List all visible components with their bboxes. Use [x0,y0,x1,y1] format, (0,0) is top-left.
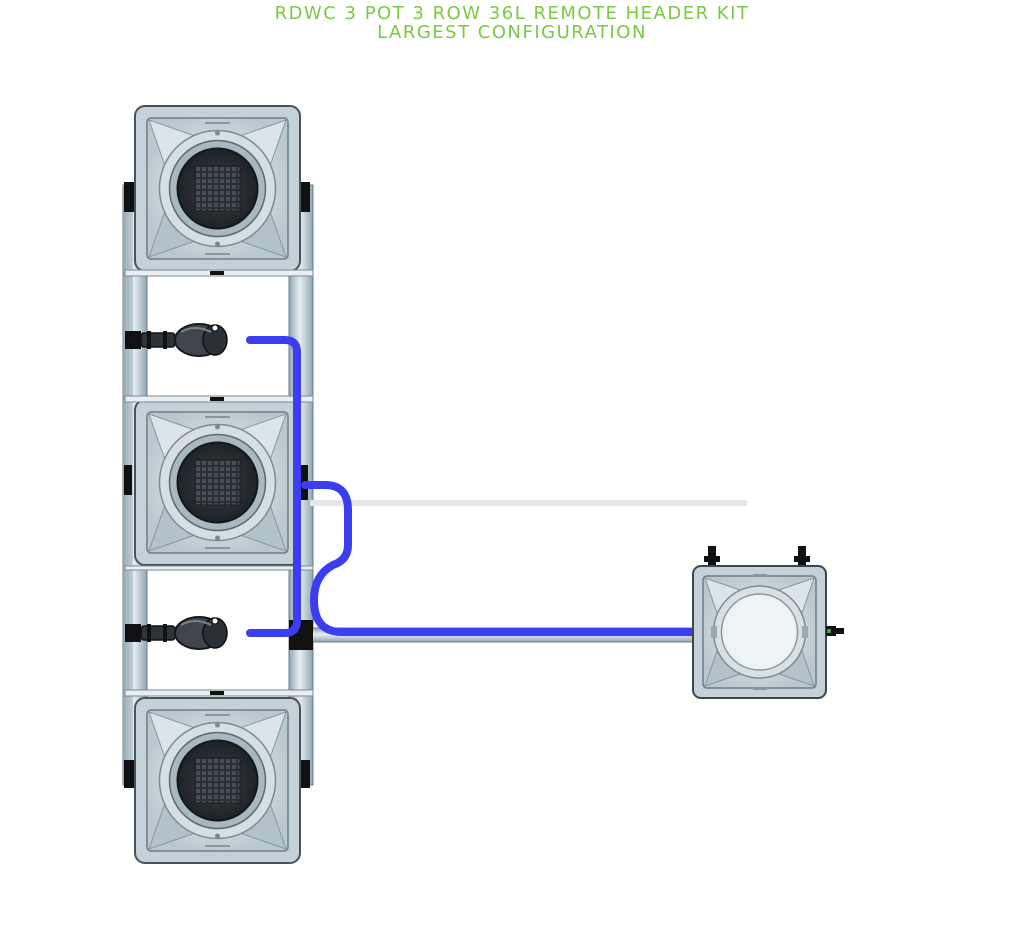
pipe-cap [124,760,134,788]
pipe-cap [300,760,310,788]
pipe-cap [124,182,134,212]
remote-header-container [692,546,844,699]
blue-hose-header [301,481,704,636]
pipe-cap [124,465,132,495]
blue-hose-loop [246,336,301,637]
title-block: RDWC 3 POT 3 ROW 36L REMOTE HEADER KIT L… [0,4,1024,42]
return-line [310,500,747,506]
pot-1 [134,105,301,272]
pipe-cap [300,182,310,212]
pot-2 [134,399,301,566]
diagram-title: RDWC 3 POT 3 ROW 36L REMOTE HEADER KIT [274,3,750,24]
diagram-subtitle: LARGEST CONFIGURATION [377,22,647,43]
pot-3 [134,697,301,864]
